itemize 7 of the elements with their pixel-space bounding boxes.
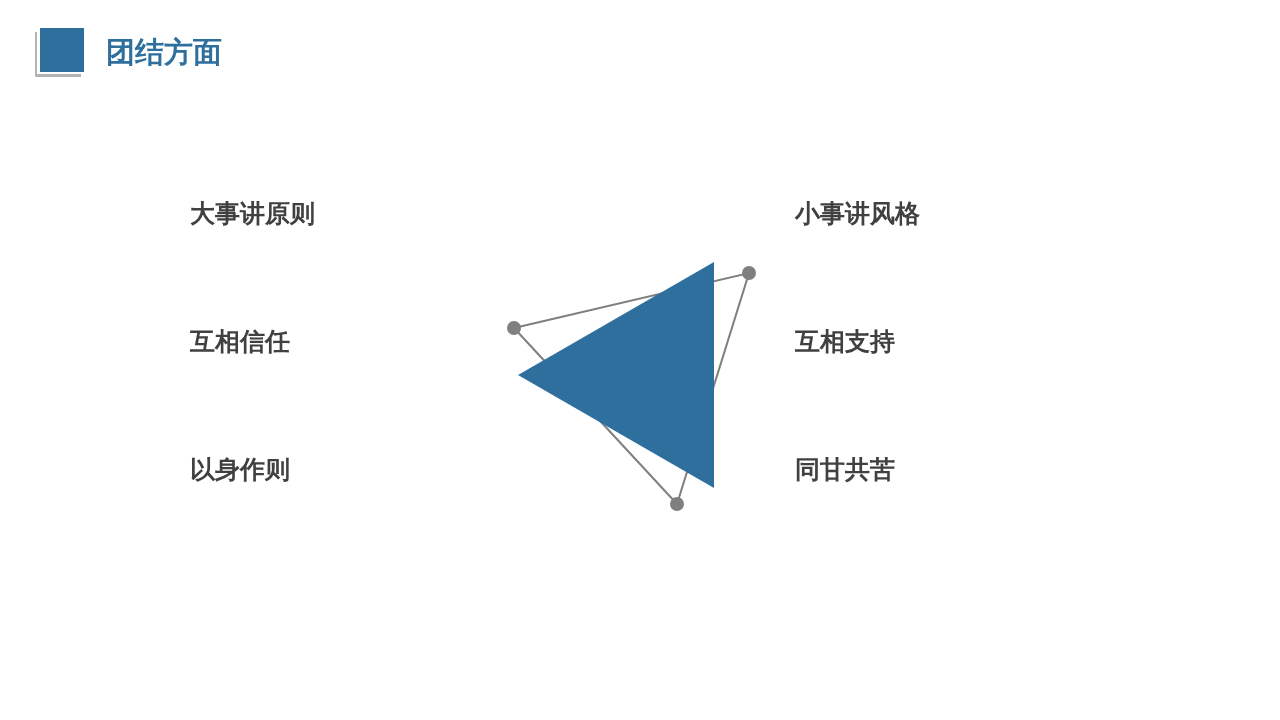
label-text: 互相信任 [190,326,290,358]
label-text: 同甘共苦 [795,454,895,486]
label-text: 以身作则 [190,454,290,486]
heading: 团结方面 [106,34,222,71]
label-text: 小事讲风格 [795,198,920,230]
label-text: 互相支持 [795,326,895,358]
label-text: 大事讲原则 [190,198,315,230]
